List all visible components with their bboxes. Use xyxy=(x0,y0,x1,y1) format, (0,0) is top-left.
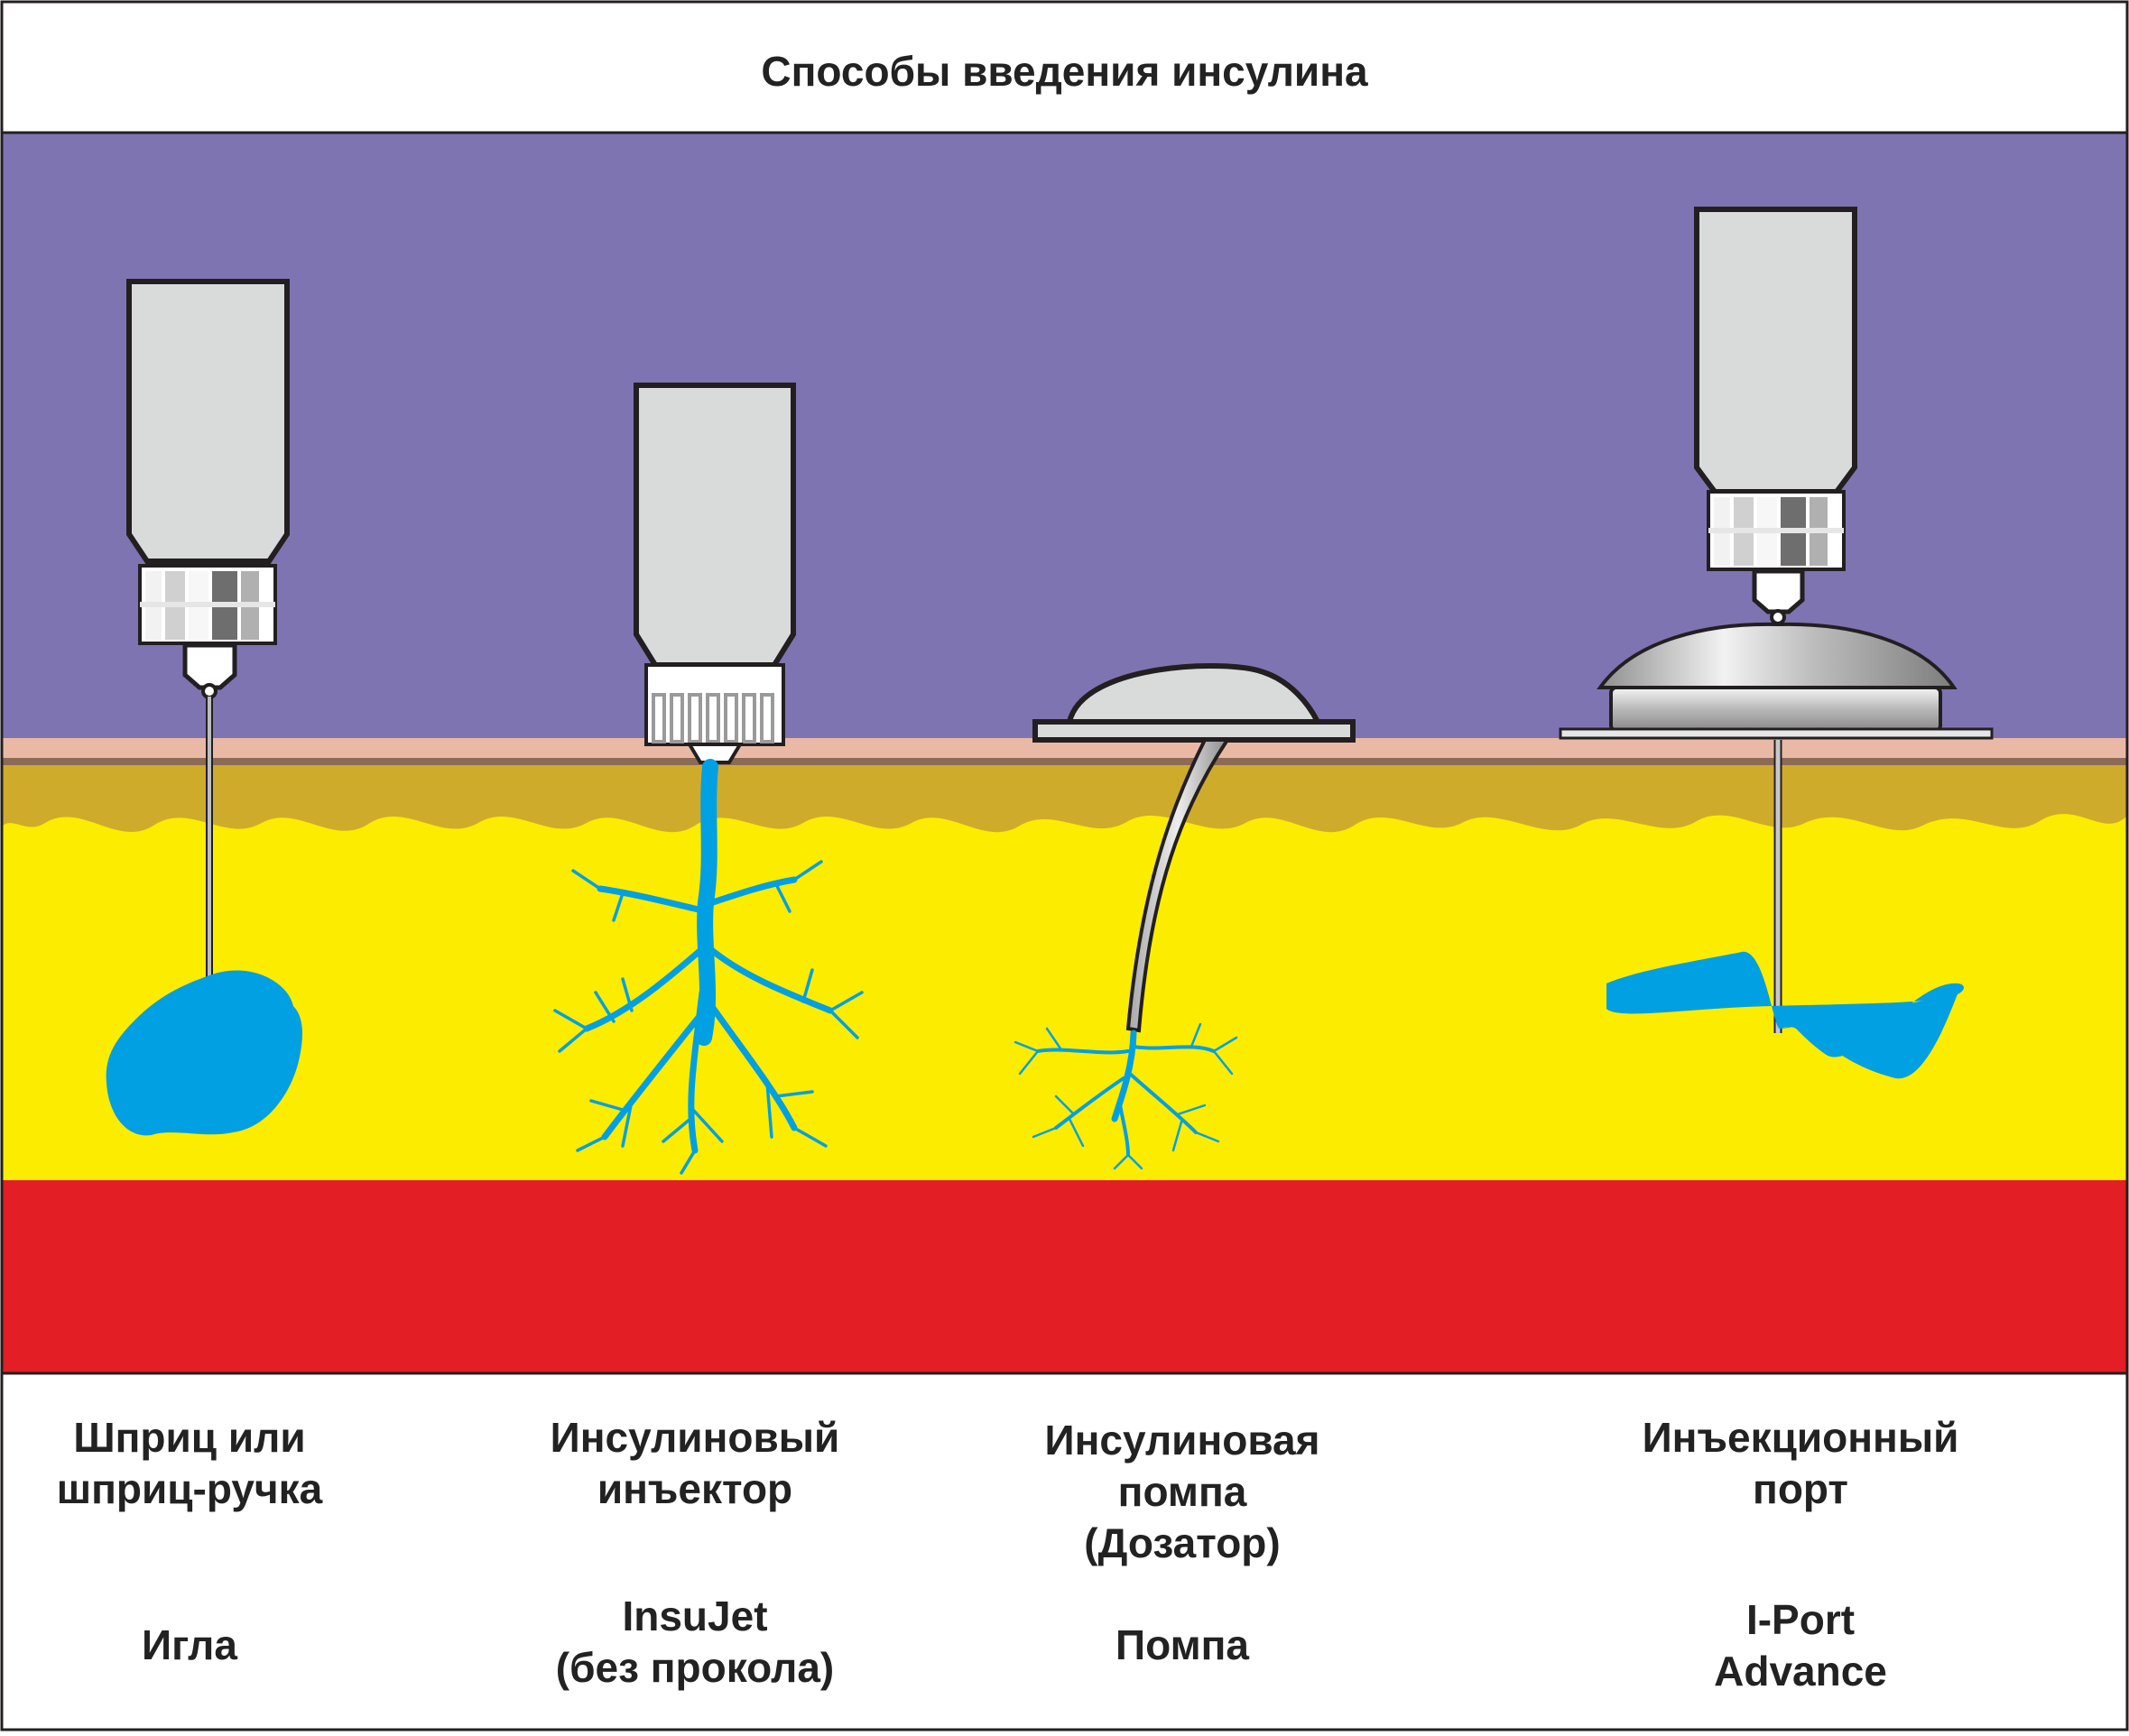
port-pen-body xyxy=(1694,207,1857,494)
port-ring xyxy=(1609,686,1942,733)
page-title: Способы введения инсулина xyxy=(761,48,1368,95)
muscle-layer xyxy=(3,1180,2126,1372)
device-name-injector: InsuJet(без прокола) xyxy=(555,1593,835,1691)
port-base-plate xyxy=(1559,727,1994,740)
pen-collar xyxy=(138,564,277,645)
device-name-pump: Помпа xyxy=(1115,1621,1249,1668)
port-pen-collar xyxy=(1707,490,1846,571)
skin-underline xyxy=(3,758,2126,765)
injector-body xyxy=(634,383,796,668)
jet-injector xyxy=(634,383,796,764)
pen-body xyxy=(126,279,290,564)
device-name-syringe: Игла xyxy=(142,1621,237,1668)
pump-base-plate xyxy=(1032,719,1356,743)
dermis-layer xyxy=(3,753,2126,833)
